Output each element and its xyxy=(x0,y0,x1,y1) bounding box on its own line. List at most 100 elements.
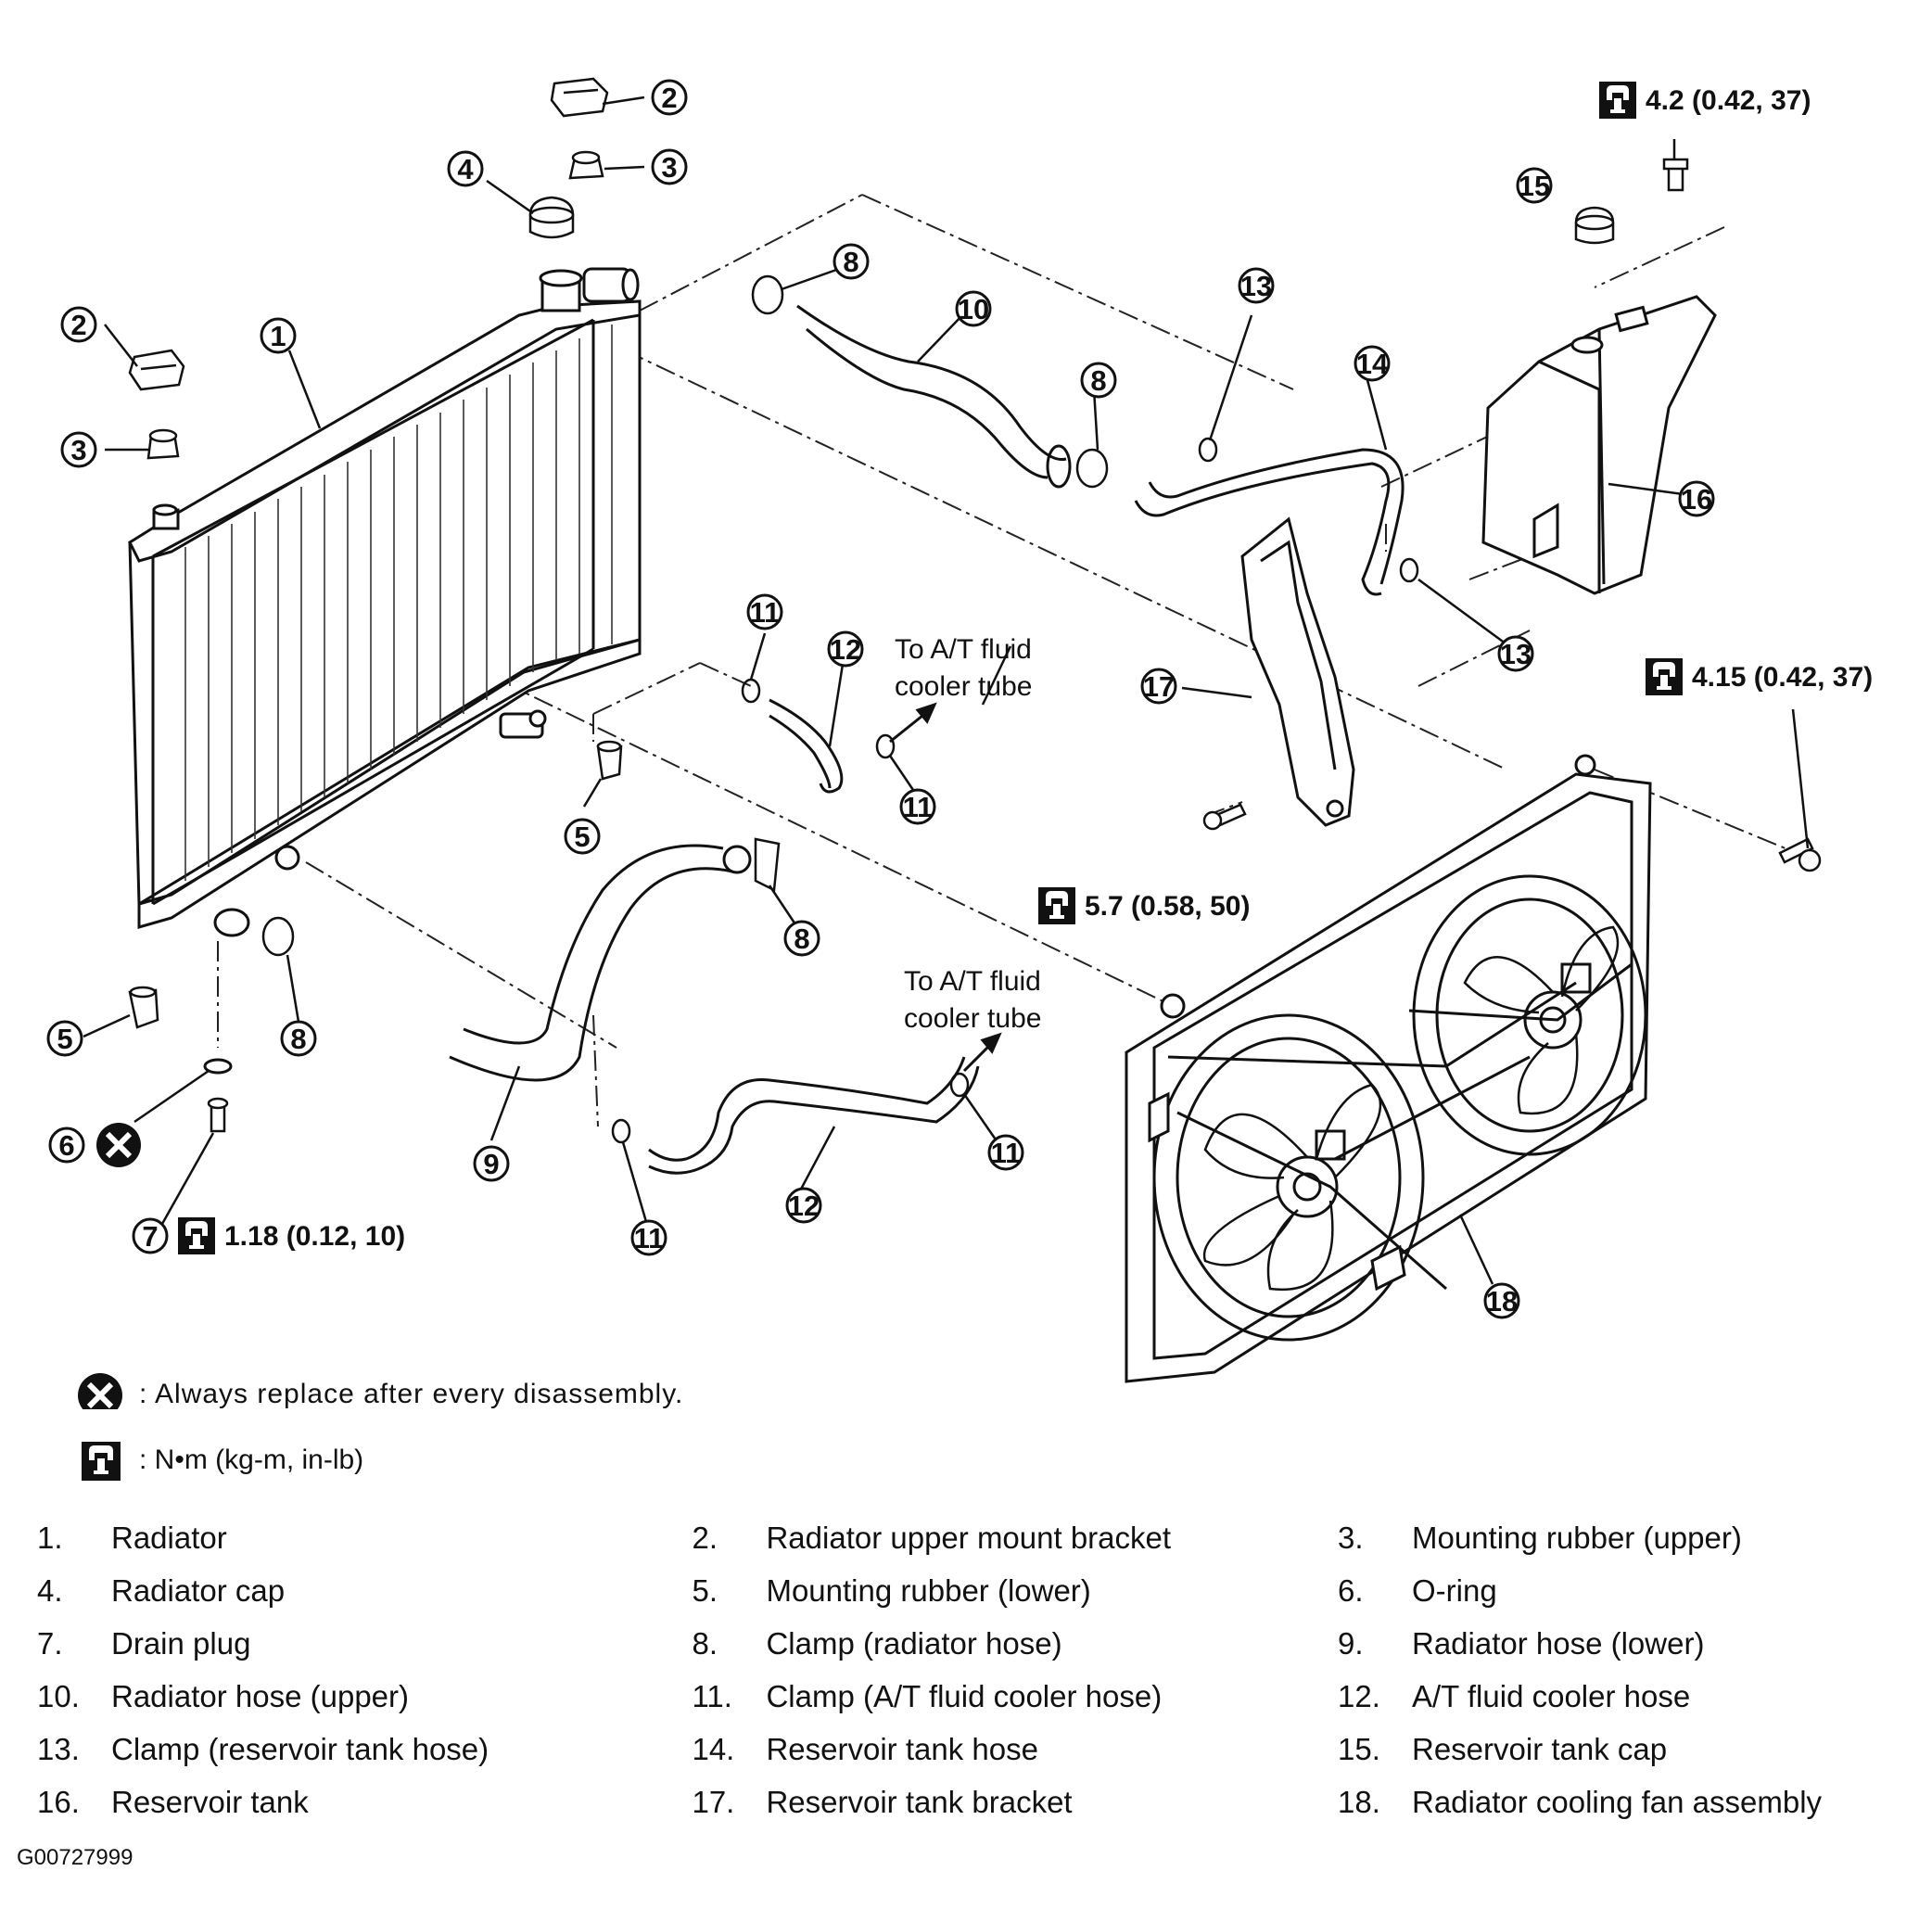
torque-spec-fan-bolt: 4.15 (0.42, 37) xyxy=(1646,658,1873,695)
callout-16: 16 xyxy=(1678,480,1715,517)
callouts: 1 2 3 2 3 4 5 5 6 7 8 8 8 8 9 10 11 11 1… xyxy=(46,79,1715,1319)
part-name: Radiator cooling fan assembly xyxy=(1411,1784,1823,1819)
svg-text:10: 10 xyxy=(958,293,989,325)
svg-text:cooler tube: cooler tube xyxy=(904,1003,1041,1034)
torque-icon xyxy=(1646,658,1683,695)
part-name: Radiator xyxy=(111,1520,227,1555)
part-name: Radiator cap xyxy=(111,1572,286,1608)
part-number: 3. xyxy=(1337,1520,1364,1555)
callout-5-left: 5 xyxy=(46,1020,83,1057)
svg-text:9: 9 xyxy=(483,1148,499,1180)
part-number: 1. xyxy=(37,1520,63,1555)
part-name: Clamp (radiator hose) xyxy=(766,1625,1062,1661)
reservoir-tank xyxy=(1481,295,1717,595)
part-number: 11. xyxy=(692,1678,732,1713)
mounting-rubber-lower xyxy=(128,740,623,1029)
callout-11-d: 11 xyxy=(987,1134,1024,1171)
svg-text:4.2 (0.42, 37): 4.2 (0.42, 37) xyxy=(1646,85,1811,116)
svg-text:7: 7 xyxy=(142,1220,158,1253)
callout-11-b: 11 xyxy=(899,788,936,825)
svg-text:18: 18 xyxy=(1486,1285,1518,1317)
svg-text:8: 8 xyxy=(794,923,809,955)
svg-text:To A/T fluid: To A/T fluid xyxy=(904,966,1041,997)
part-name: O-ring xyxy=(1411,1572,1497,1608)
svg-text:6: 6 xyxy=(58,1129,74,1162)
part-number: 17. xyxy=(692,1784,735,1819)
parts-list-item: 11.Clamp (A/T fluid cooler hose) xyxy=(692,1679,1338,1714)
parts-list-row: 13. Clamp (reservoir tank hose) 14. Reservo… xyxy=(37,1723,1891,1776)
svg-text:5: 5 xyxy=(57,1023,72,1055)
exploded-parts-diagram: 1 2 3 2 3 4 5 5 6 7 8 8 8 8 9 10 11 11 1… xyxy=(46,77,1873,1409)
callout-13-a: 13 xyxy=(1238,267,1275,304)
torque-icon xyxy=(178,1217,215,1254)
svg-text:cooler tube: cooler tube xyxy=(895,671,1032,702)
radiator-filler-neck xyxy=(152,267,640,937)
figure-id: G00727999 xyxy=(17,1845,133,1870)
fan-blades xyxy=(1202,925,1620,1292)
o-ring xyxy=(203,1058,233,1075)
svg-text:12: 12 xyxy=(788,1190,820,1222)
part-number: 15. xyxy=(1337,1731,1380,1766)
svg-text:13: 13 xyxy=(1500,638,1532,670)
callout-2-top: 2 xyxy=(651,79,688,116)
parts-list: 1. Radiator 2. Radiator upper mount bracket… xyxy=(37,1511,1891,1828)
svg-text:2: 2 xyxy=(661,82,677,114)
parts-list-item: 9.Radiator hose (lower) xyxy=(1338,1626,1891,1661)
svg-text:14: 14 xyxy=(1356,348,1389,380)
torque-icon xyxy=(1038,887,1075,924)
legend-replace-text: : Always replace after every disassembly… xyxy=(139,1379,684,1409)
callout-1: 1 xyxy=(260,317,297,354)
svg-text:8: 8 xyxy=(1090,364,1106,397)
parts-list-item: 12.A/T fluid cooler hose xyxy=(1338,1679,1891,1714)
svg-text:1.18 (0.12, 10): 1.18 (0.12, 10) xyxy=(224,1221,405,1252)
part-number: 5. xyxy=(692,1572,718,1608)
part-number: 4. xyxy=(37,1572,63,1608)
svg-text:5.7 (0.58, 50): 5.7 (0.58, 50) xyxy=(1085,891,1250,922)
parts-list-item: 4. Radiator cap xyxy=(37,1573,692,1609)
radiator-hose-upper xyxy=(796,304,1072,489)
callout-13-b: 13 xyxy=(1497,635,1534,672)
svg-text:11: 11 xyxy=(903,791,934,823)
callout-12-b: 12 xyxy=(785,1187,822,1224)
torque-icon xyxy=(1599,82,1636,119)
torque-spec-drain-plug: 1.18 (0.12, 10) xyxy=(178,1217,405,1254)
parts-list-row: 10.Radiator hose (upper)11.Clamp (A/T fl… xyxy=(37,1670,1891,1723)
callout-14: 14 xyxy=(1354,345,1391,382)
parts-list-row: 1. Radiator 2. Radiator upper mount bracket… xyxy=(37,1511,1891,1564)
svg-text:11: 11 xyxy=(750,596,781,629)
part-name: Radiator upper mount bracket xyxy=(766,1520,1172,1555)
callout-9: 9 xyxy=(473,1145,510,1182)
svg-text:4.15 (0.42, 37): 4.15 (0.42, 37) xyxy=(1692,662,1873,693)
part-number: 8. xyxy=(692,1625,718,1661)
svg-text:3: 3 xyxy=(70,434,86,466)
svg-text:To A/T fluid: To A/T fluid xyxy=(895,634,1032,665)
part-name: Reservoir tank bracket xyxy=(766,1784,1073,1819)
part-number: 13. xyxy=(37,1731,80,1766)
part-name: Reservoir tank cap xyxy=(1411,1731,1668,1766)
part-number: 2. xyxy=(692,1520,718,1555)
radiator-core-fins xyxy=(184,325,613,881)
part-number: 14. xyxy=(692,1731,735,1766)
callout-8-mid: 8 xyxy=(783,920,820,957)
parts-list-item: 16.Reservoir tank xyxy=(37,1785,692,1820)
reservoir-tank-hose xyxy=(1134,448,1405,596)
parts-list-item: 7.Drain plug xyxy=(37,1626,692,1661)
replace-icon xyxy=(78,1373,122,1409)
parts-list-item: 5.Mounting rubber (lower) xyxy=(692,1573,1338,1609)
legend-torque-text: : N•m (kg-m, in-lb) xyxy=(139,1445,364,1475)
note-to-cooler-lower: To A/T fluid cooler tube xyxy=(904,966,1041,1034)
callout-6: 6 xyxy=(48,1126,85,1164)
callout-8-left: 8 xyxy=(280,1020,317,1057)
part-name: Clamp (reservoir tank hose) xyxy=(111,1731,489,1766)
parts-list-item: 18.Radiator cooling fan assembly xyxy=(1338,1785,1891,1820)
radiator-cooling-fan-assembly xyxy=(1125,754,1652,1383)
radiator-cap xyxy=(528,196,575,239)
callout-8-top: 8 xyxy=(833,243,870,280)
part-number: 12. xyxy=(1337,1678,1380,1713)
parts-list-item: 15. Reservoir tank cap xyxy=(1338,1732,1891,1767)
part-number: 9. xyxy=(1337,1625,1364,1661)
bolts xyxy=(207,158,1822,1133)
hose-clamps xyxy=(261,274,1419,1144)
callout-4: 4 xyxy=(447,150,484,187)
